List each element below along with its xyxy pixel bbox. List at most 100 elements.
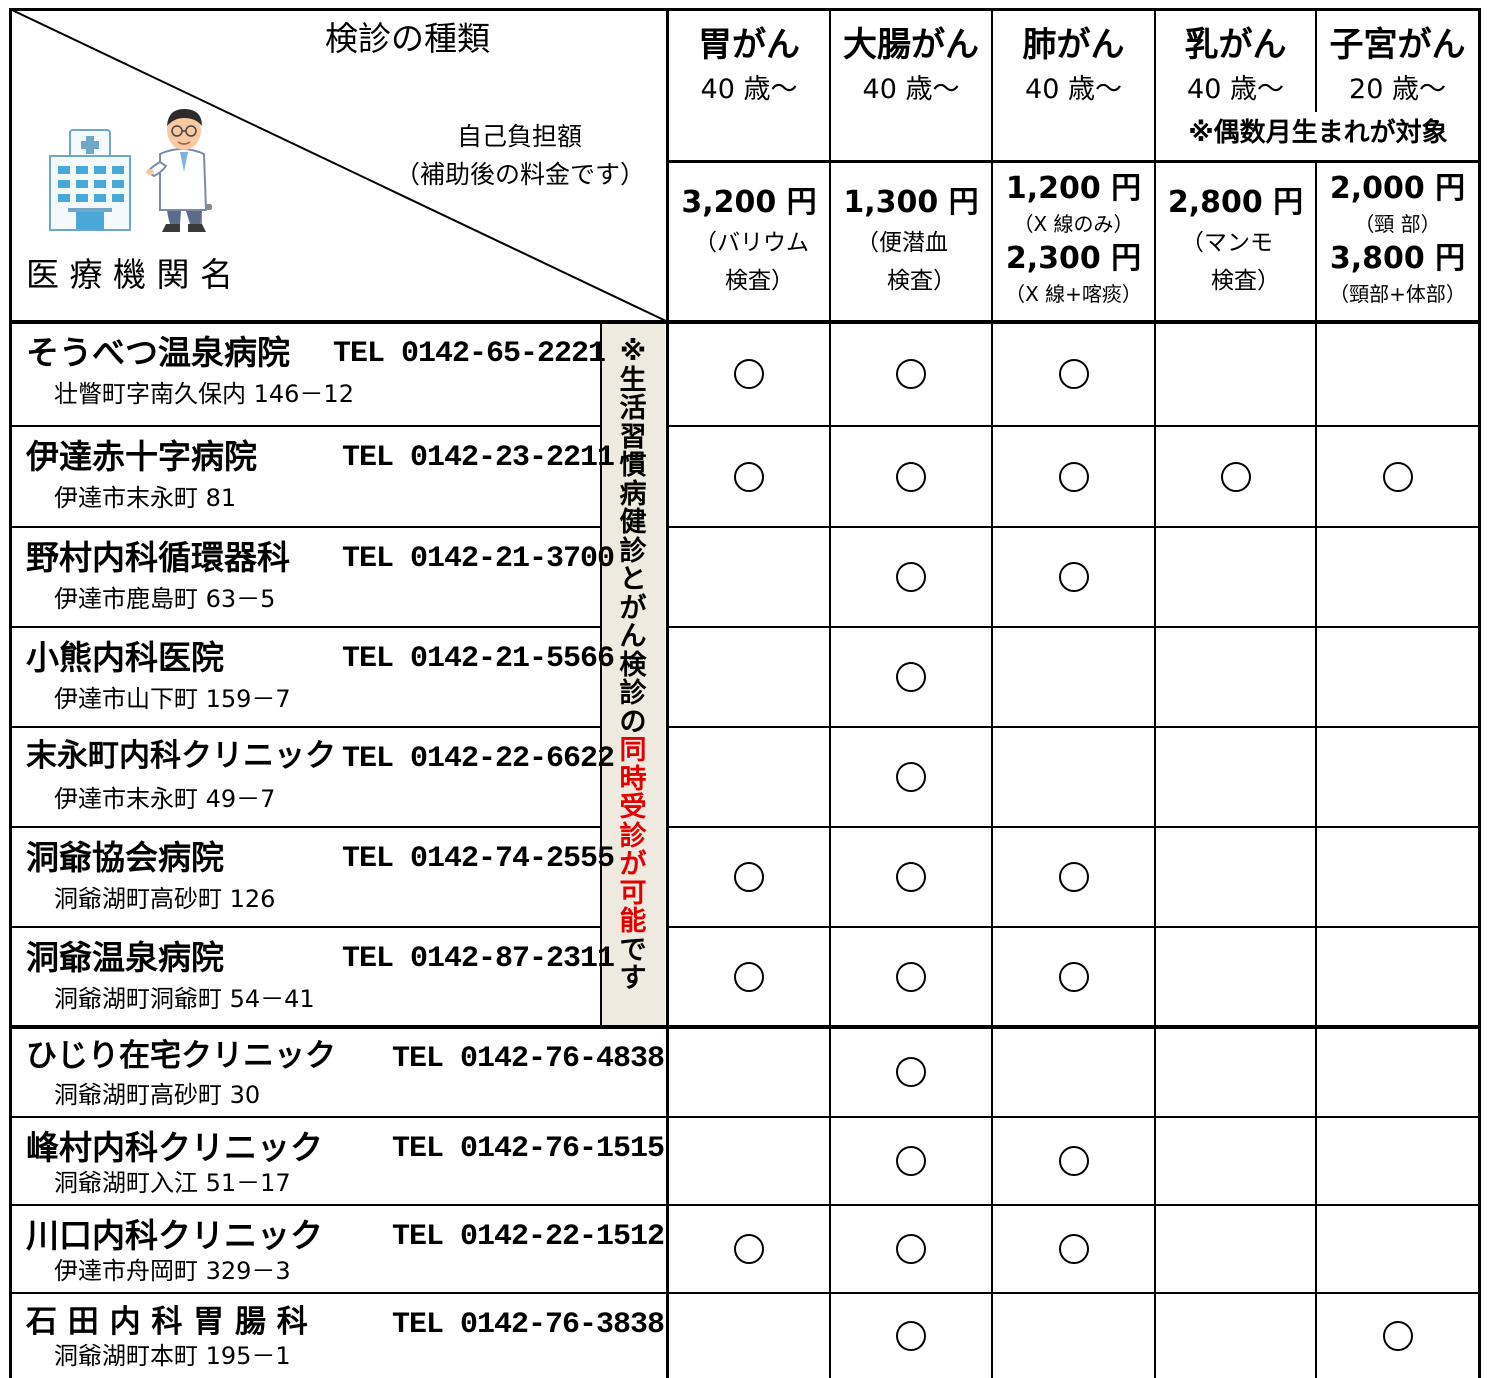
note-char: 同: [619, 735, 647, 766]
hospital-phone: TEL 0142-22-1512: [392, 1220, 665, 1254]
exam-age: 40 歳～: [1187, 74, 1284, 105]
exam-price: 1,300 円: [843, 185, 979, 220]
grid-line: [9, 1204, 1481, 1206]
grid-line: [668, 726, 1480, 728]
exam-name: 大腸がん: [843, 25, 979, 65]
grid-line: [9, 526, 601, 528]
available-mark: [1058, 461, 1089, 492]
available-mark: [1382, 461, 1413, 492]
exam-name: 肺がん: [1022, 25, 1125, 65]
exam-age: 40 歳～: [862, 74, 960, 105]
grid-line: [9, 8, 1481, 11]
hospital-address: 洞爺湖町高砂町 126: [54, 885, 276, 913]
grid-line: [668, 926, 1480, 928]
hospital-address: 洞爺湖町高砂町 30: [54, 1081, 261, 1109]
hospital-name: 洞爺温泉病院: [26, 938, 224, 977]
exam-name: 子宮がん: [1329, 25, 1466, 65]
grid-line: [9, 1292, 1481, 1294]
note-char: 検: [619, 649, 647, 681]
hospital-name: 洞爺協会病院: [26, 838, 224, 877]
institution-label: 医 療 機 関 名: [26, 255, 233, 294]
grid-line: [9, 926, 601, 928]
note-char: 生: [619, 364, 647, 396]
hospital-address: 洞爺湖町洞爺町 54－41: [54, 985, 315, 1013]
hospital-address: 洞爺湖町本町 195－1: [54, 1342, 291, 1370]
note-char: 可: [619, 877, 647, 909]
hospital-address: 伊達市末永町 81: [54, 484, 237, 512]
grid-line: [9, 425, 601, 427]
note-char: 慣: [619, 450, 647, 481]
available-mark: [734, 1234, 764, 1264]
grid-line: [9, 626, 601, 628]
note-char: 診: [619, 535, 647, 567]
available-mark: [734, 461, 764, 492]
grid-line: [1315, 162, 1317, 1378]
fee-label: 自己負担額: [457, 122, 583, 151]
exam-price-detail-2: （X 線+喀痰）: [1005, 282, 1142, 306]
available-mark: [1058, 962, 1089, 992]
grid-line: [829, 8, 831, 1378]
hospital-phone: TEL 0142-23-2211: [342, 441, 615, 475]
available-mark: [1058, 359, 1089, 389]
available-mark: [896, 359, 926, 389]
hospital-address: 伊達市末永町 49－7: [54, 785, 276, 813]
note-char: の: [619, 706, 647, 738]
exam-price-2: 2,300 円: [1005, 241, 1142, 276]
grid-line: [9, 1116, 1481, 1118]
available-mark: [896, 562, 926, 592]
hospital-phone: TEL 0142-76-3838: [392, 1308, 665, 1342]
note-char: す: [619, 963, 647, 994]
exam-price-detail-2: 検査）: [887, 268, 956, 294]
exam-age: 20 歳～: [1349, 74, 1446, 105]
note-char: で: [619, 934, 647, 966]
note-char: が: [619, 849, 647, 880]
note-char: 病: [619, 478, 647, 510]
grid-line: [1315, 8, 1317, 112]
hospital-phone: TEL 0142-74-2555: [342, 842, 615, 876]
grid-line: [668, 425, 1480, 427]
grid-line: [668, 526, 1480, 528]
exam-price-detail: （便潜血: [856, 230, 948, 256]
hospital-name: 小熊内科医院: [26, 638, 224, 677]
hospital-name: 石 田 内 科 胃 腸 科: [26, 1304, 308, 1340]
hospital-name: そうべつ温泉病院: [26, 333, 290, 372]
grid-line: [9, 826, 601, 828]
hospital-name: 川口内科クリニック: [26, 1216, 323, 1255]
exam-price-detail: （X 線のみ）: [1013, 212, 1134, 236]
simultaneous-note: ※生活習慣病健診とがん検診の同時受診が可能です: [601, 336, 665, 994]
available-mark: [1220, 461, 1251, 492]
available-mark: [1382, 1320, 1413, 1351]
grid-line: [668, 160, 1480, 163]
available-mark: [1058, 1234, 1089, 1264]
grid-line: [600, 322, 602, 1027]
available-mark: [734, 862, 764, 892]
hospital-building-icon: [49, 129, 131, 231]
doctor-icon: [146, 108, 212, 232]
exam-price-2: 3,800 円: [1329, 241, 1466, 276]
hospital-name: 野村内科循環器科: [26, 538, 290, 577]
exam-price-detail-2: （頸部+体部）: [1329, 282, 1466, 306]
available-mark: [896, 662, 926, 692]
available-mark: [896, 762, 926, 792]
exam-price-detail-2: 検査）: [725, 268, 794, 294]
hospital-phone: TEL 0142-21-5566: [342, 642, 615, 676]
hospital-address: 洞爺湖町入江 51－17: [54, 1169, 291, 1197]
exam-name: 胃がん: [698, 25, 800, 65]
available-mark: [734, 359, 764, 389]
available-mark: [896, 962, 926, 992]
note-char: ※: [619, 336, 647, 367]
available-mark: [1058, 1146, 1089, 1176]
grid-line: [9, 1025, 1481, 1029]
available-mark: [896, 862, 926, 892]
grid-line: [668, 626, 1480, 628]
exam-price-detail: （マンモ: [1181, 230, 1273, 256]
note-char: と: [619, 564, 647, 595]
available-mark: [734, 962, 764, 992]
hospital-name: 峰村内科クリニック: [26, 1128, 323, 1167]
exam-price: 2,800 円: [1167, 185, 1304, 220]
simultaneous-note-box: [601, 322, 665, 1026]
note-char: ん: [619, 621, 647, 652]
available-mark: [896, 1146, 926, 1176]
grid-line: [991, 8, 993, 1378]
exam-price: 2,000 円: [1329, 171, 1466, 206]
